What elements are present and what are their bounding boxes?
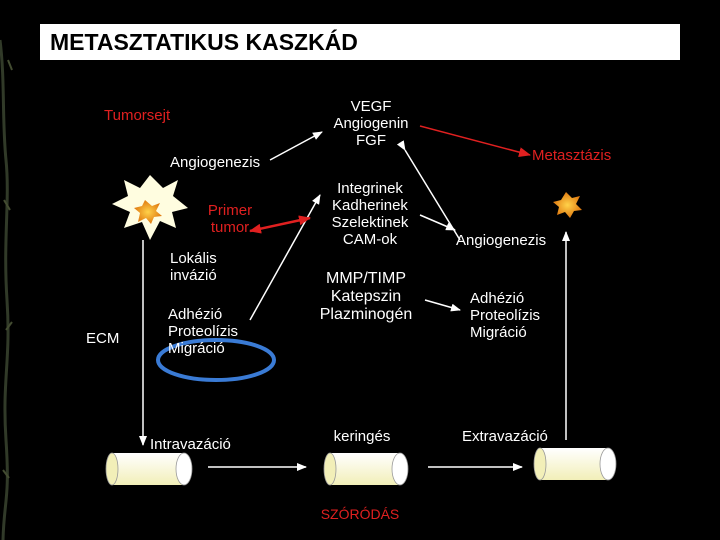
slide-title: METASZTATIKUS KASZKÁD: [40, 24, 680, 60]
label-adhezio-right: Adhézió Proteolízis Migráció: [470, 290, 540, 341]
label-keringes: keringés: [322, 428, 402, 445]
label-adhezio-left: Adhézió Proteolízis Migráció: [168, 306, 238, 357]
label-mmp-group: MMP/TIMP Katepszin Plazminogén: [306, 270, 426, 324]
label-angiogenezis-left: Angiogenezis: [170, 154, 260, 171]
label-angiogenezis-right: Angiogenezis: [456, 232, 546, 249]
label-integrinek-group: Integrinek Kadherinek Szelektinek CAM-ok: [310, 180, 430, 248]
label-lokalis-invazio: Lokális invázió: [170, 250, 217, 284]
label-szorodas: SZÓRÓDÁS: [310, 506, 410, 523]
label-extravazacio: Extravazáció: [462, 428, 548, 445]
label-metasztazis: Metasztázis: [532, 147, 611, 164]
primer-tumor-star: [112, 175, 188, 240]
label-ecm: ECM: [86, 330, 119, 347]
vessel-extravazacio: [534, 448, 616, 480]
label-primer-tumor: Primer tumor: [198, 202, 262, 236]
metastasis-tumor-icon: [553, 192, 582, 218]
arrow-angiogenezis-to-vegf: [270, 132, 322, 160]
label-tumorsejt: Tumorsejt: [104, 107, 170, 124]
label-intravazacio: Intravazáció: [150, 436, 231, 453]
label-vegf-group: VEGF Angiogenin FGF: [316, 98, 426, 149]
red-arrow-to-metasztazis: [420, 126, 530, 155]
arrow-mmp-to-adhezio-right: [425, 300, 460, 310]
vessel-intravazacio: [106, 453, 192, 485]
vessel-keringes: [324, 453, 408, 485]
left-decor-strip: [0, 40, 12, 540]
